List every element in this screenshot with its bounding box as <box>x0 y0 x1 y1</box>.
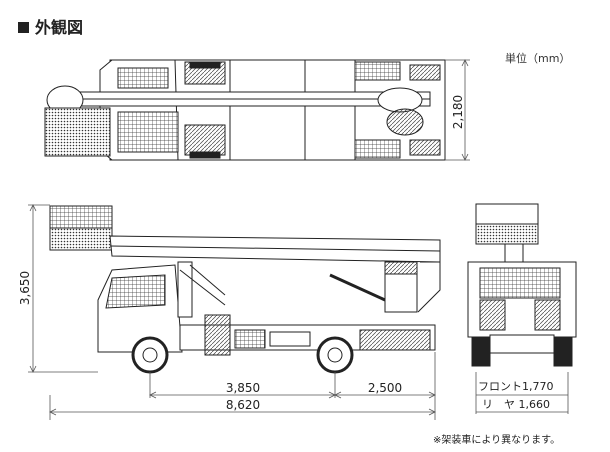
dim-track <box>475 372 569 414</box>
top-rear-panel-lower <box>354 139 401 159</box>
side-view <box>49 205 441 374</box>
dim-top-width <box>445 59 470 161</box>
top-cab-window <box>117 67 169 89</box>
dim-overall-length-label: 8,620 <box>226 398 260 412</box>
rear-wheel-left <box>471 337 491 367</box>
title-text: 外観図 <box>35 18 84 37</box>
footnote: ※架装車により異なります。 <box>433 435 561 446</box>
dim-top-width-label: 2,180 <box>451 95 465 129</box>
side-cab-window <box>105 274 166 309</box>
page-title: 外観図 <box>18 14 83 38</box>
dim-side-height-label: 3,650 <box>18 271 32 305</box>
square-bullet-icon <box>18 22 29 33</box>
dim-side-height <box>28 204 98 373</box>
dim-wheelbase-label: 3,850 <box>226 381 260 395</box>
dim-length <box>49 352 436 420</box>
dim-rear-track-label: リ ヤ 1,660 <box>482 398 550 411</box>
top-view <box>44 59 446 161</box>
top-turret <box>377 87 423 113</box>
rear-view <box>467 203 577 367</box>
top-cab-grille <box>117 111 179 153</box>
top-bucket <box>44 107 111 157</box>
unit-label: 単位（mm） <box>505 52 571 65</box>
dim-rear-overhang-label: 2,500 <box>368 381 402 395</box>
top-rear-panel-upper <box>354 61 401 81</box>
dim-front-track-label: フロント1,770 <box>478 380 554 393</box>
top-turret-base <box>386 108 424 136</box>
rear-wheel-right <box>553 337 573 367</box>
